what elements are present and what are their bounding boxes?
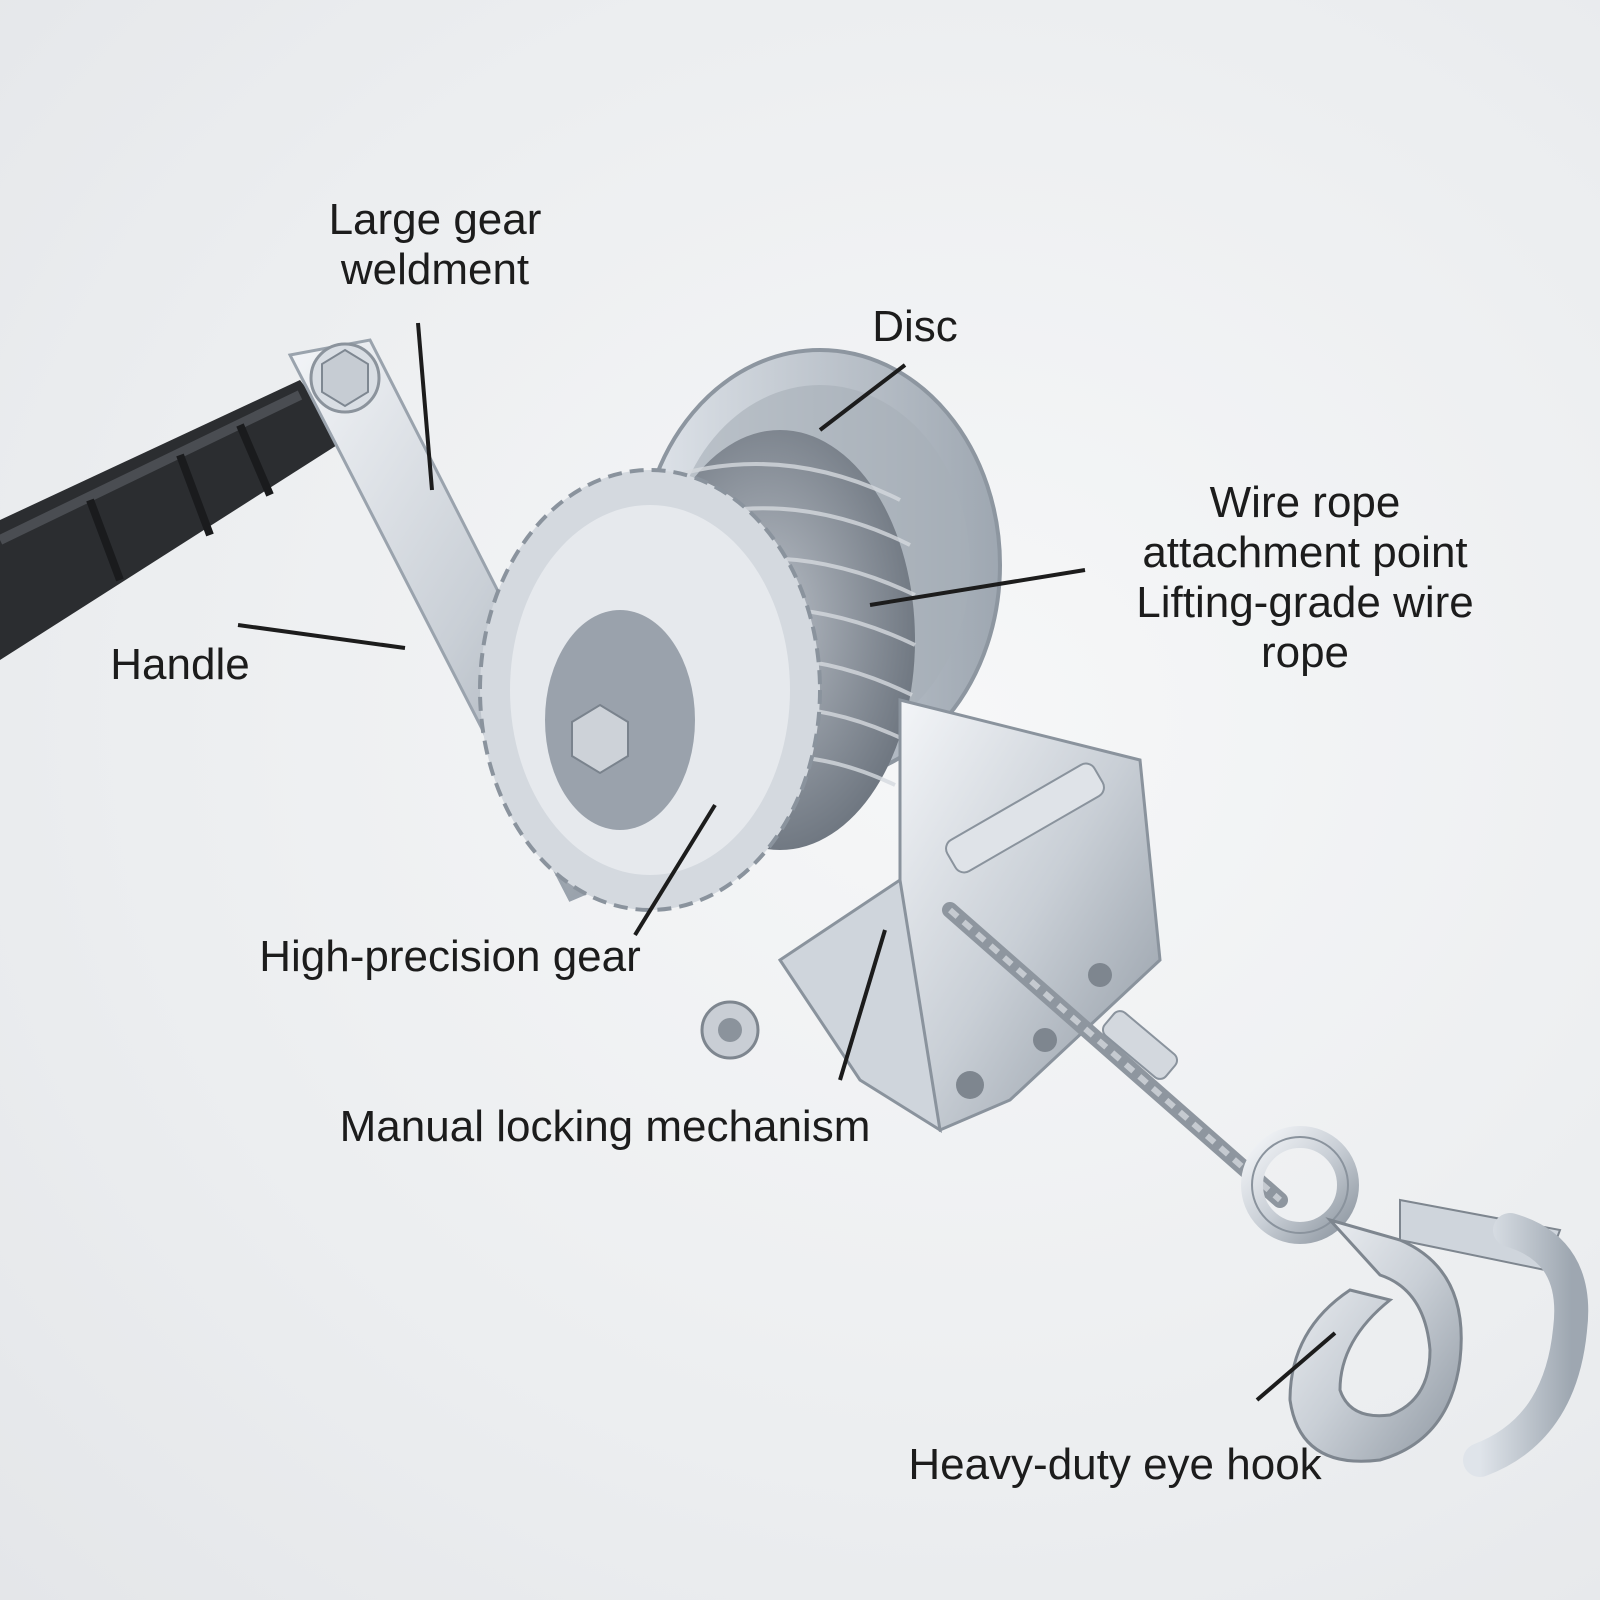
label-disc: Disc: [872, 302, 958, 351]
label-manual-locking-mechanism: Manual locking mechanism: [339, 1102, 871, 1151]
leader-line-disc: [818, 363, 907, 432]
label-high-precision-gear: High-precision gear: [259, 932, 641, 981]
frame: [700, 698, 1162, 1134]
label-line: Wire rope: [1209, 478, 1401, 527]
leader-lines: [237, 322, 1337, 1402]
label-heavy-duty-eye-hook: Heavy-duty eye hook: [908, 1440, 1322, 1489]
label-line: attachment point: [1142, 528, 1468, 577]
leader-line-hook: [1255, 1331, 1337, 1402]
leader-line-lock: [838, 929, 887, 1081]
leader-line-gear: [633, 803, 717, 937]
eye-hook: [1241, 1126, 1589, 1477]
label-line: Lifting-grade wire: [1136, 578, 1474, 627]
gear: [478, 468, 822, 912]
label-line: Large gear: [328, 195, 542, 244]
handle-grip: [0, 380, 345, 660]
cable: [942, 902, 1288, 1208]
leader-line-gear-weldment: [416, 322, 434, 491]
label-large-gear-weldment: Large gear weldment: [300, 195, 570, 295]
label-handle: Handle: [110, 640, 250, 689]
label-line: weldment: [340, 245, 530, 294]
leader-line-wire: [869, 568, 1086, 607]
leader-line-handle: [237, 623, 406, 650]
label-line: rope: [1260, 628, 1350, 677]
label-wire-rope: Wire rope attachment point Lifting-grade…: [1105, 478, 1505, 678]
